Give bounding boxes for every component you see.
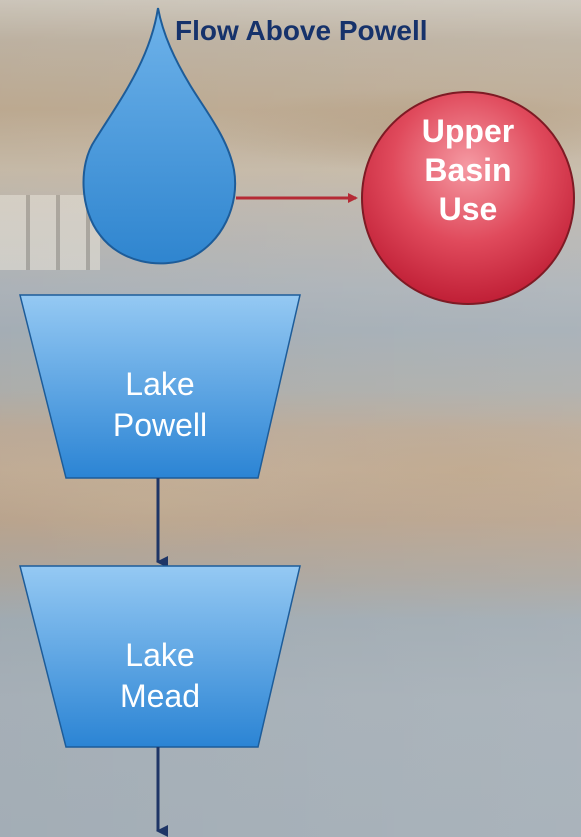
lake-mead-label-line2: Mead xyxy=(119,677,201,714)
upper-basin-use-label-line3: Use xyxy=(438,191,498,228)
upper-basin-use-label-line2: Basin xyxy=(424,152,512,189)
diagram-title: Flow Above Powell xyxy=(175,15,428,46)
lake-mead-label-line1: Lake xyxy=(125,637,195,673)
lake-powell-node xyxy=(19,294,301,479)
upper-basin-use-node xyxy=(361,91,575,305)
lake-mead-node xyxy=(19,565,301,748)
lake-mead-label: Lake Mead xyxy=(60,635,260,716)
lake-powell-label-line1: Lake xyxy=(125,366,195,402)
lake-powell-label-line2: Powell xyxy=(112,406,208,443)
water-drop-icon xyxy=(82,7,237,265)
upper-basin-use-label-line1: Upper xyxy=(421,113,515,149)
lake-powell-label: Lake Powell xyxy=(60,364,260,445)
background-dam xyxy=(0,195,100,270)
upper-basin-use-label: Upper Basin Use xyxy=(358,112,578,229)
